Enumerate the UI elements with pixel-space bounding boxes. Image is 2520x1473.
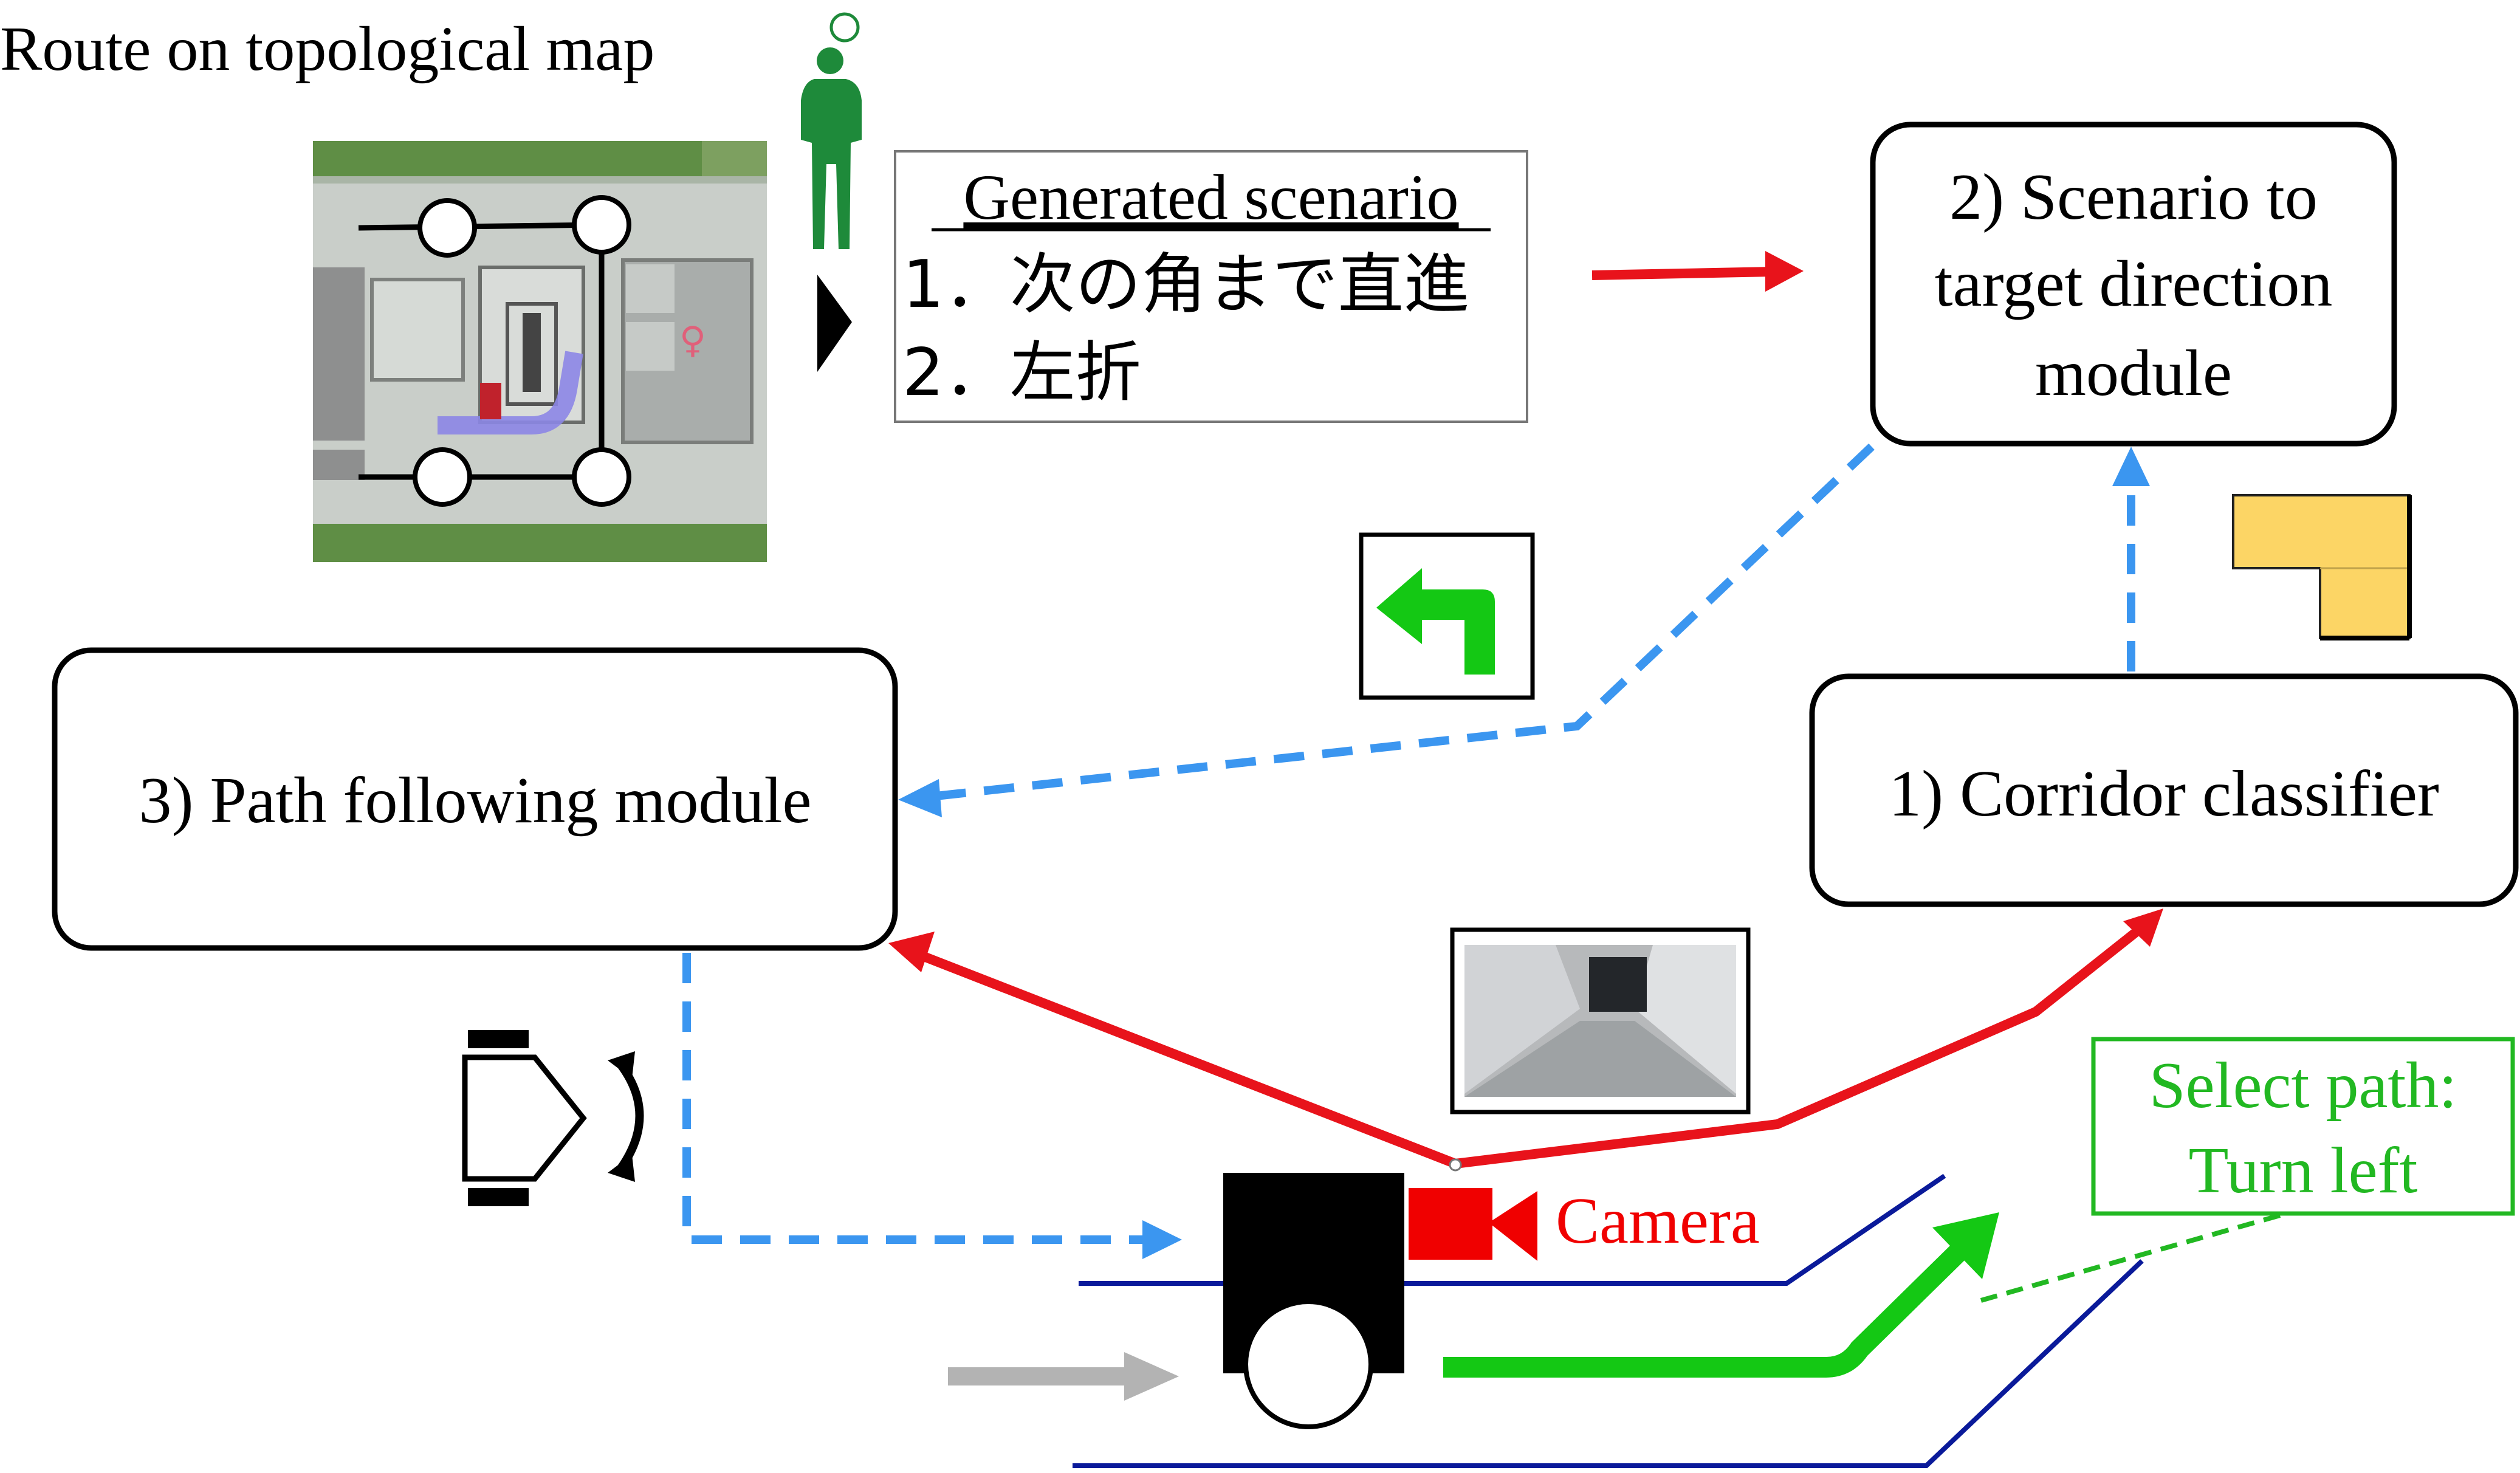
- pointer-triangle: [817, 275, 852, 372]
- scenario-line-2: 2．左折: [902, 335, 1141, 411]
- map-title: Route on topological map: [0, 14, 654, 84]
- arrow-camera-to-classifier: [1455, 925, 2142, 1169]
- svg-text:♀: ♀: [679, 319, 706, 362]
- select-path-line-2: Turn left: [2188, 1135, 2417, 1207]
- select-path-box: Select path: Turn left: [2091, 1037, 2515, 1216]
- arrow-scenario-to-module: [1591, 267, 1775, 280]
- path-following-label: 3) Path following module: [139, 764, 812, 837]
- selected-path-arrow: [1443, 1243, 1967, 1378]
- camera-label: Camera: [1556, 1185, 1760, 1257]
- dashed-path-following-to-robot: [682, 953, 1142, 1244]
- corridor-shape-icon: [2232, 494, 2412, 640]
- scenario-heading: Generated scenario: [963, 162, 1458, 233]
- camera-icon: [1409, 1188, 1537, 1261]
- scenario-line-1: 1．次の角まで直進: [902, 247, 1469, 323]
- generated-scenario-box: Generated scenario 1．次の角まで直進 2．左折: [894, 150, 1528, 423]
- turn-left-sign-icon: [1359, 532, 1535, 700]
- arrow-camera-to-path-following: [916, 949, 1457, 1169]
- robot-rotate-icon: [462, 1030, 644, 1206]
- floor-plan-map-image: ♀: [313, 141, 767, 562]
- thinking-person-icon: [801, 12, 862, 249]
- corridor-classifier-module: 1) Corridor classifier: [1809, 673, 2519, 907]
- scenario-module-line-3: module: [2035, 337, 2232, 410]
- dashed-module-to-path-following: [935, 443, 1875, 800]
- scenario-module-line-2: target direction: [1935, 248, 2333, 320]
- scenario-to-direction-module: 2) Scenario to target direction module: [1870, 122, 2397, 447]
- select-path-line-1: Select path:: [2149, 1049, 2457, 1122]
- camera-frame-thumbnail: [1450, 927, 1751, 1114]
- robot-icon: [1223, 1173, 1404, 1429]
- path-following-module: 3) Path following module: [52, 647, 898, 951]
- scenario-module-line-1: 2) Scenario to: [1949, 161, 2318, 233]
- select-path-connector: [1980, 1213, 2281, 1303]
- classifier-label: 1) Corridor classifier: [1889, 758, 2439, 830]
